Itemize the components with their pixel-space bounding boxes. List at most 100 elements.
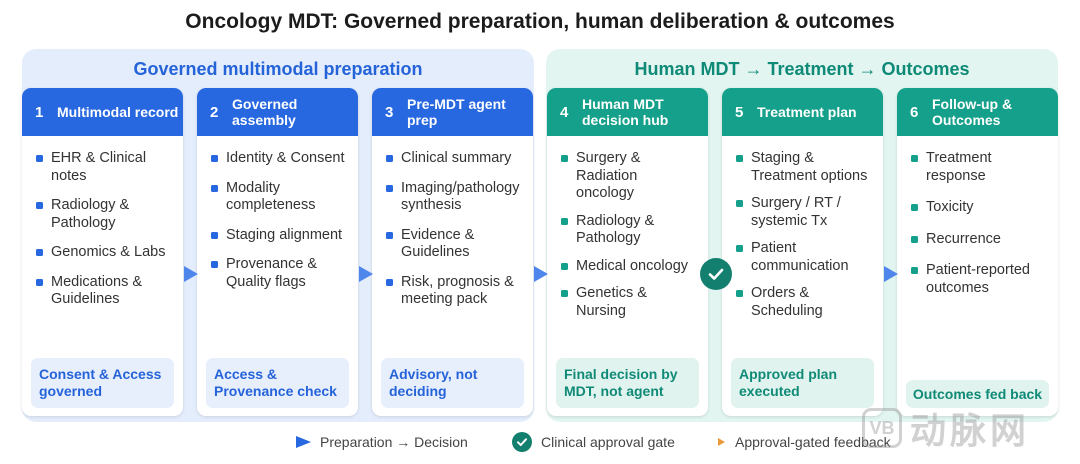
legend-item-gate: Clinical approval gate <box>512 432 675 452</box>
legend-label: Preparation → Decision <box>320 434 468 450</box>
card-multimodal-record: 1 Multimodal record EHR & Clinical notes… <box>22 88 183 416</box>
watermark: VB 动脉网 <box>862 402 1030 454</box>
bullet-icon <box>736 200 743 207</box>
bullet-icon <box>736 290 743 297</box>
card-treatment-plan: 5 Treatment plan Staging & Treatment opt… <box>722 88 883 416</box>
list-item: Radiology & Pathology <box>36 197 173 232</box>
legend-label: Clinical approval gate <box>541 434 675 450</box>
bullet-icon <box>911 204 918 211</box>
bullet-icon <box>211 155 218 162</box>
flow-arrow-icon <box>184 266 198 282</box>
legend-label: Approval-gated feedback <box>735 434 891 450</box>
bullet-icon <box>561 290 568 297</box>
list-item: Radiology & Pathology <box>561 213 698 248</box>
card-title: Pre-MDT agent prep <box>407 96 506 128</box>
card-footer: Final decision by MDT, not agent <box>556 358 699 408</box>
list-item: Staging alignment <box>211 227 348 245</box>
list-item: Genomics & Labs <box>36 244 173 262</box>
flow-arrow-icon <box>534 266 548 282</box>
bullet-icon <box>911 235 918 243</box>
list-item: Toxicity <box>911 199 1048 217</box>
bullet-icon <box>386 155 393 162</box>
card-title: Follow-up & Outcomes <box>932 96 1013 128</box>
check-icon <box>512 432 532 452</box>
step-number: 4 <box>560 103 569 121</box>
card-header: 5 Treatment plan <box>722 88 883 136</box>
card-footer: Outcomes fed back <box>906 380 1049 408</box>
card-title: Governed assembly <box>232 96 298 128</box>
bullet-icon <box>911 267 918 274</box>
list-item: Patient communication <box>736 240 873 275</box>
bullet-icon <box>36 278 43 286</box>
legend-item-feedback: Approval-gated feedback <box>718 434 891 450</box>
list-item: Identity & Consent <box>211 150 348 168</box>
bullet-icon <box>561 217 568 225</box>
list-item: Patient-reported outcomes <box>911 262 1048 297</box>
list-item: Clinical summary <box>386 150 523 168</box>
list-item: Treatment response <box>911 150 1048 185</box>
card-header: 4 Human MDT decision hub <box>547 88 708 136</box>
mdt-panel-title: Human MDT → Treatment → Outcomes <box>634 59 970 79</box>
bullet-icon <box>211 261 218 268</box>
bullet-icon <box>386 278 393 286</box>
list-item: Imaging/pathology synthesis <box>386 180 523 215</box>
flow-arrow-icon <box>884 266 898 282</box>
step-number: 3 <box>385 103 394 121</box>
list-item: Medications & Guidelines <box>36 274 173 309</box>
bullet-icon <box>561 262 568 270</box>
card-item-list: Surgery & Radiation oncology Radiology &… <box>547 136 708 320</box>
card-pre-mdt-agent-prep: 3 Pre-MDT agent prep Clinical summary Im… <box>372 88 533 416</box>
step-number: 2 <box>210 103 219 121</box>
list-item: EHR & Clinical notes <box>36 150 173 185</box>
approval-gate-check-icon <box>700 258 732 290</box>
list-item: Recurrence <box>911 231 1048 249</box>
step-number: 5 <box>735 103 744 121</box>
list-item: Risk, prognosis & meeting pack <box>386 274 523 309</box>
card-title: Human MDT decision hub <box>582 96 669 128</box>
card-footer: Access & Provenance check <box>206 358 349 408</box>
arrow-icon <box>296 436 311 448</box>
legend: Preparation → Decision Clinical approval… <box>0 432 1080 456</box>
bullet-icon <box>386 184 393 192</box>
card-header: 6 Follow-up & Outcomes <box>897 88 1058 136</box>
card-item-list: Treatment response Toxicity Recurrence P… <box>897 136 1058 297</box>
card-header: 3 Pre-MDT agent prep <box>372 88 533 136</box>
triangle-icon <box>718 438 725 446</box>
step-number: 1 <box>35 103 44 121</box>
card-item-list: Clinical summary Imaging/pathology synth… <box>372 136 533 309</box>
list-item: Surgery & Radiation oncology <box>561 150 698 203</box>
step-number: 6 <box>910 103 919 121</box>
card-human-mdt-decision-hub: 4 Human MDT decision hub Surgery & Radia… <box>547 88 708 416</box>
page-title: Oncology MDT: Governed preparation, huma… <box>185 10 895 33</box>
list-item: Evidence & Guidelines <box>386 227 523 262</box>
bullet-icon <box>911 155 918 162</box>
bullet-icon <box>211 184 218 192</box>
preparation-panel-title: Governed multimodal preparation <box>133 59 423 79</box>
card-item-list: EHR & Clinical notes Radiology & Patholo… <box>22 136 183 309</box>
bullet-icon <box>736 245 743 252</box>
card-footer: Advisory, not deciding <box>381 358 524 408</box>
card-footer: Approved plan executed <box>731 358 874 408</box>
card-follow-up-outcomes: 6 Follow-up & Outcomes Treatment respons… <box>897 88 1058 416</box>
bullet-icon <box>36 155 43 162</box>
card-header: 2 Governed assembly <box>197 88 358 136</box>
bullet-icon <box>36 249 43 256</box>
list-item: Genetics & Nursing <box>561 285 698 320</box>
bullet-icon <box>211 231 218 239</box>
list-item: Provenance & Quality flags <box>211 256 348 291</box>
card-item-list: Staging & Treatment options Surgery / RT… <box>722 136 883 320</box>
card-footer: Consent & Access governed <box>31 358 174 408</box>
card-governed-assembly: 2 Governed assembly Identity & Consent M… <box>197 88 358 416</box>
list-item: Staging & Treatment options <box>736 150 873 185</box>
watermark-text: 动脉网 <box>910 410 1031 451</box>
list-item: Surgery / RT / systemic Tx <box>736 195 873 230</box>
bullet-icon <box>736 155 743 162</box>
card-item-list: Identity & Consent Modality completeness… <box>197 136 358 291</box>
list-item: Orders & Scheduling <box>736 285 873 320</box>
card-header: 1 Multimodal record <box>22 88 183 136</box>
watermark-logo-icon: VB <box>862 408 902 448</box>
bullet-icon <box>561 155 568 162</box>
flow-arrow-icon <box>359 266 373 282</box>
list-item: Medical oncology <box>561 258 698 276</box>
bullet-icon <box>36 202 43 209</box>
